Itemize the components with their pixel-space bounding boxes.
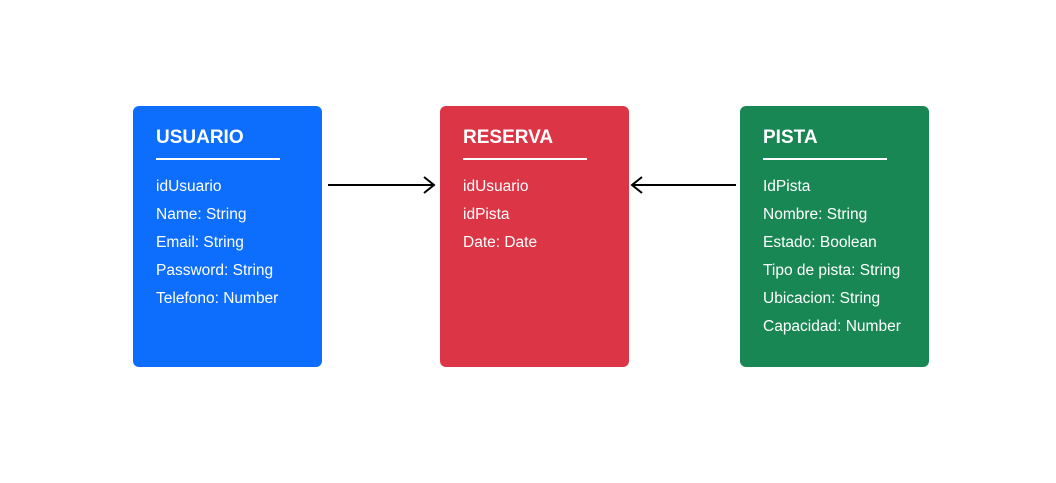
field-item: Nombre: String [763, 206, 868, 223]
field-item: Estado: Boolean [763, 234, 877, 251]
entity-title: PISTA [763, 127, 818, 148]
field-item: idUsuario [463, 178, 529, 195]
field-item: IdPista [763, 178, 811, 195]
arrowhead [423, 176, 436, 194]
field-list: IdPista Nombre: String Estado: Boolean T… [763, 173, 929, 341]
field-item: Name: String [156, 206, 247, 223]
arrow-pista-to-reserva [630, 176, 736, 194]
field-list: idUsuario idPista Date: Date [463, 173, 629, 257]
field-item: Date: Date [463, 234, 538, 251]
field-item: idPista [463, 206, 510, 223]
title-underline [156, 158, 280, 160]
field-item: Capacidad: Number [763, 318, 901, 335]
field-item: Telefono: Number [156, 290, 279, 307]
entity-title: RESERVA [463, 127, 554, 148]
field-item: Email: String [156, 234, 244, 251]
title-underline [463, 158, 587, 160]
field-item: Password: String [156, 262, 274, 279]
entity-usuario: USUARIO idUsuario Name: String Email: St… [133, 106, 322, 367]
entity-reserva: RESERVA idUsuario idPista Date: Date [440, 106, 629, 367]
arrowhead [630, 176, 643, 194]
entity-title: USUARIO [156, 127, 244, 148]
field-item: idUsuario [156, 178, 222, 195]
field-item: Tipo de pista: String [763, 262, 901, 279]
title-underline [763, 158, 887, 160]
field-item: Ubicacion: String [763, 290, 881, 307]
field-list: idUsuario Name: String Email: String Pas… [156, 173, 322, 313]
arrow-usuario-to-reserva [328, 176, 436, 194]
entity-pista: PISTA IdPista Nombre: String Estado: Boo… [740, 106, 929, 367]
